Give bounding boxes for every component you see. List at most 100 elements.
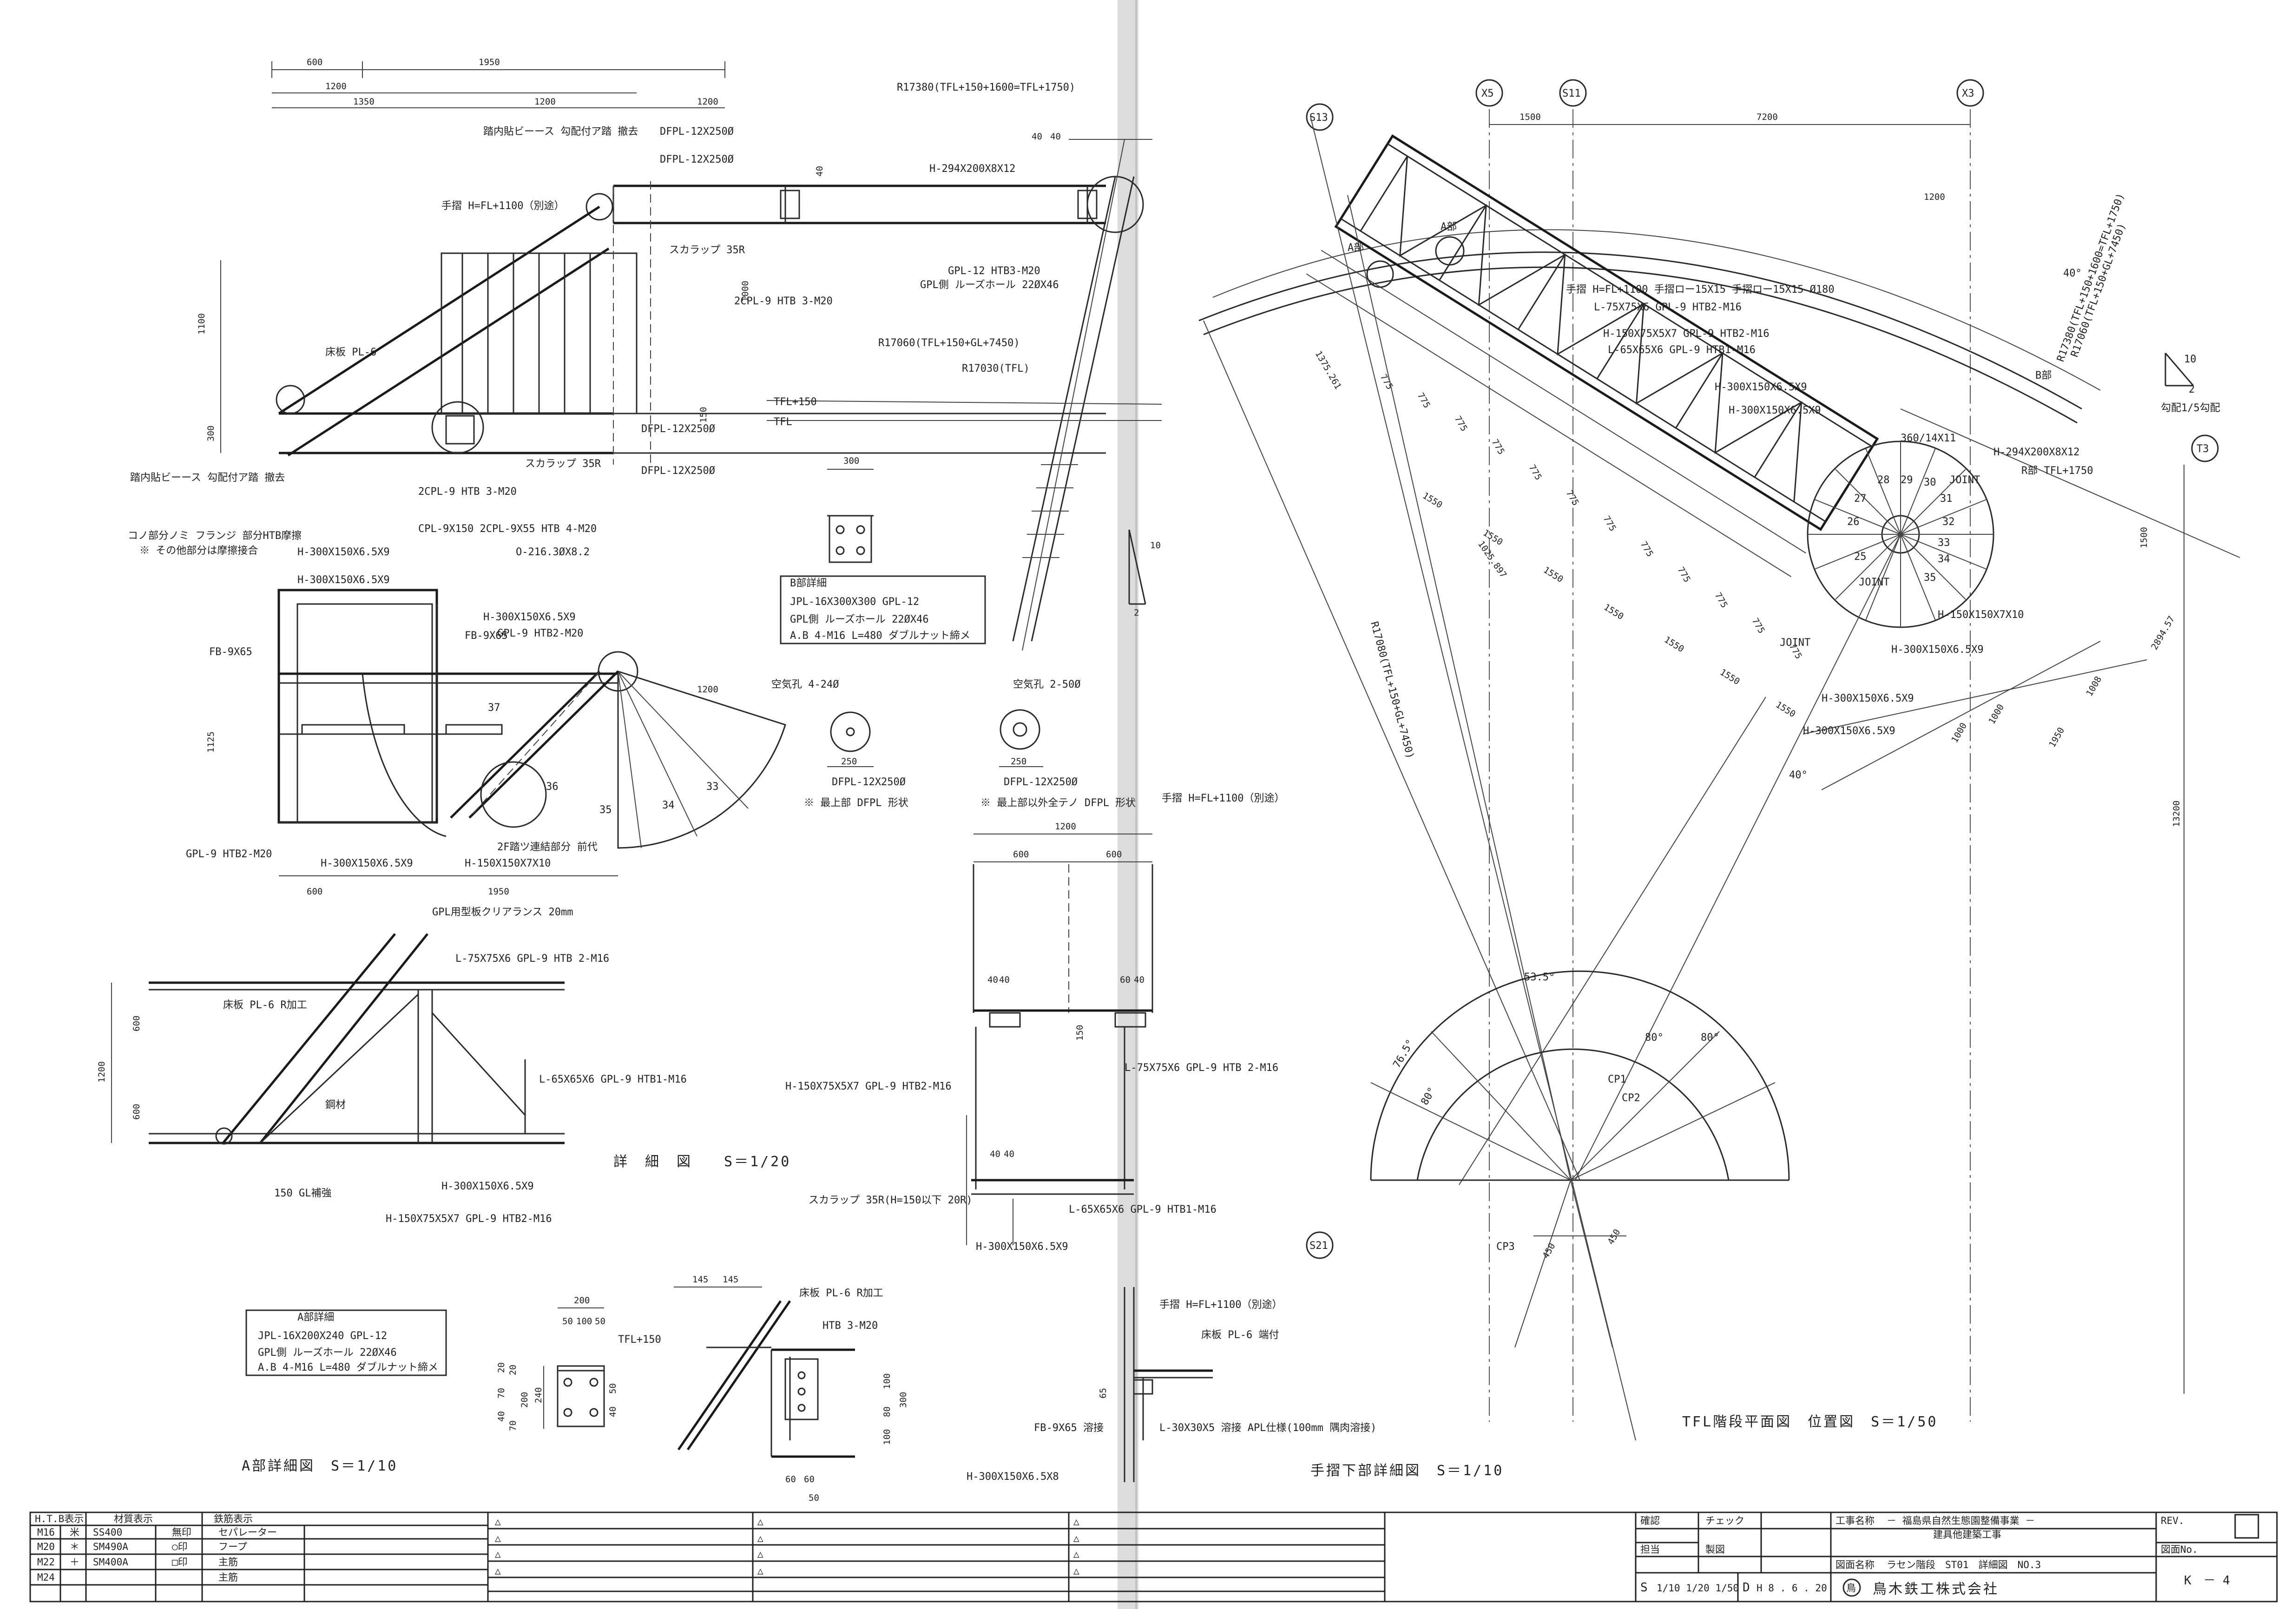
r-dim-7200: 7200 — [1757, 112, 1778, 122]
rt-35: 35 — [1924, 572, 1936, 584]
label-dfpl-c: DFPL-12X250Ø — [641, 423, 715, 435]
rev-mark-5: △ — [757, 1533, 763, 1544]
s-label-hand: 手摺 H=FL+1100（別途） — [1162, 793, 1284, 804]
s-dim-40a: 40 — [987, 975, 998, 985]
a-dim-200: 200 — [574, 1295, 590, 1306]
grid-x5: X5 — [1481, 88, 1494, 99]
label-scallop-2: スカラップ 35R — [525, 458, 601, 470]
step-dim-60a: 60 — [785, 1474, 796, 1484]
r-label-h300e: H-300X150X6.5X9 — [1803, 725, 1895, 737]
legend-h-material: 材質表示 — [114, 1513, 153, 1524]
label-gpl12: GPL-12 HTB3-M20 — [948, 265, 1040, 277]
drawing-label: 図面名称 — [1835, 1559, 1875, 1570]
a-detail-title: A部詳細図 S＝1/10 — [242, 1458, 398, 1474]
rt-25: 25 — [1854, 551, 1867, 563]
a-box-line-3: A.B 4-M16 L=480 ダブルナット締メ — [258, 1362, 438, 1373]
rev-mark-10: △ — [1073, 1549, 1079, 1560]
pipe2-plate: DFPL-12X250Ø — [1004, 776, 1078, 788]
s-dim-600b: 600 — [1106, 849, 1122, 860]
dim-side-40a: 40 — [815, 166, 825, 177]
r-label-slope3: 勾配1/5勾配 — [2161, 402, 2220, 414]
a-dim-40: 40 — [496, 1411, 507, 1422]
rev-mark-9: △ — [1073, 1533, 1079, 1544]
pipe2-note: ※ 最上部以外全テノ DFPL 形状 — [980, 797, 1136, 809]
dim-plan-600: 600 — [307, 887, 322, 897]
s-dim-1200: 1200 — [1055, 821, 1076, 832]
dim-side-40c: 40 — [1050, 131, 1061, 142]
label-pipe: O-216.3ØX8.2 — [516, 546, 590, 558]
dim-side-300: 300 — [206, 426, 216, 441]
pipe1-note: ※ 最上部 DFPL 形状 — [804, 797, 908, 809]
s-label-l65: L-65X65X6 GPL-9 HTB1-M16 — [1069, 1204, 1217, 1215]
approval-check2: チェック — [1705, 1515, 1744, 1526]
b-detail-title: B部詳細 — [790, 578, 827, 589]
r-ang-2: 53.5° — [1524, 972, 1555, 983]
label-dfpl-a: DFPL-12X250Ø — [660, 126, 734, 138]
label-h300-elev: H-300X150X6.5X9 — [297, 546, 390, 558]
rt-30: 30 — [1924, 477, 1936, 488]
label-2cpl-b: 2CPL-9 HTB 3-M20 — [418, 486, 517, 498]
grid-s11: S11 — [1562, 88, 1581, 99]
grid-s21: S21 — [1309, 1240, 1328, 1252]
r-label-h300a: H-300X150X6.5X9 — [1715, 381, 1807, 393]
tread-35: 35 — [599, 804, 612, 816]
company-name: 鳥木鉄工株式会社 — [1873, 1581, 1999, 1597]
step-label-pl6: 床板 PL-6 R加工 — [799, 1287, 883, 1299]
r-label-h300c: H-300X150X6.5X9 — [1891, 644, 1984, 656]
b-dim-300: 300 — [843, 456, 859, 466]
label-dfpl-b: DFPL-12X250Ø — [660, 154, 734, 165]
pipe1-plate: DFPL-12X250Ø — [832, 776, 906, 788]
title-block: H.T.B表示 材質表示 鉄筋表示 M16 米 SS400 無印 セパレーター … — [29, 1511, 2278, 1602]
step-dim-145a: 145 — [692, 1274, 708, 1285]
plan-label-h300a: H-300X150X6.5X9 — [297, 574, 390, 586]
b-detail: 300 B部詳細 JPL-16X300X300 GPL-12 GPL側 ルーズホ… — [780, 456, 986, 644]
r-label-handrail: 手摺 H=FL+1100 手摺ロー15X15 手摺ロー15X15 Ø180 — [1566, 284, 1835, 296]
a-dim-70: 70 — [496, 1388, 507, 1399]
legend-r1-c0: M20 — [37, 1541, 55, 1552]
d-label-h300: H-300X150X6.5X9 — [441, 1181, 534, 1192]
spiral-stair-plan: X5 S11 X3 S13 S21 T3 1500 7200 1200 1320… — [1128, 79, 2240, 1441]
pipe2-top: 空気孔 2-50Ø — [1013, 679, 1080, 690]
a-dim-50c: 50 — [608, 1383, 618, 1394]
a-dim-240: 240 — [533, 1387, 544, 1403]
plan-label-gpl: GPL-9 HTB2-M20 — [497, 628, 583, 639]
dim-side-40b: 40 — [1032, 131, 1042, 142]
a-dim-50b: 50 — [595, 1316, 605, 1327]
company-mark — [1842, 1578, 1861, 1597]
dim-top-600: 600 — [307, 57, 322, 67]
d-label-pl6: 床板 PL-6 R加工 — [223, 999, 307, 1011]
label-base-bottom: 踏内貼ビーース 勾配付ア踏 撤去 — [130, 472, 285, 484]
pipe1-top: 空気孔 4-24Ø — [771, 679, 839, 690]
step-dim-100a: 100 — [882, 1373, 892, 1389]
d-label-l75: L-75X75X6 GPL-9 HTB 2-M16 — [455, 953, 609, 965]
date: H 8 . 6 . 20 — [1757, 1583, 1827, 1594]
label-2cpl: 2CPL-9 HTB 3-M20 — [734, 296, 833, 307]
r-label-cp2: CP2 — [1622, 1092, 1640, 1104]
label-base-top: 踏内貼ビーース 勾配付ア踏 撤去 — [483, 126, 638, 138]
r-label-rp: R部 TFL+1750 — [2021, 465, 2093, 477]
tread-34: 34 — [662, 800, 675, 811]
scale-label: S — [1640, 1581, 1648, 1595]
stair-plan-view: 37 36 35 34 33 600 1950 1125 1200 H-300X… — [186, 574, 786, 897]
approval-person: 担当 — [1640, 1544, 1660, 1555]
slope-small-b: 2 — [1134, 608, 1139, 618]
label-r17060: R17060(TFL+150+GL+7450) — [878, 337, 1020, 349]
legend-r0-c2: SS400 — [93, 1527, 122, 1538]
a-dim-50: 50 — [562, 1316, 573, 1327]
grid-x3: X3 — [1962, 88, 1974, 99]
s-dim-40c: 40 — [1134, 975, 1145, 985]
rt-31: 31 — [1940, 493, 1953, 505]
s-label-h300: H-300X150X6.5X9 — [976, 1241, 1068, 1253]
legend-r2-c3: □印 — [172, 1556, 188, 1568]
rt-27: 27 — [1854, 493, 1867, 505]
r-ang-0: 40° — [2063, 268, 2082, 279]
rt-32: 32 — [1942, 516, 1955, 528]
dim-top-1350: 1350 — [353, 97, 375, 107]
rev-mark-7: △ — [757, 1565, 763, 1576]
legend-r1-c1: ＊ — [70, 1541, 79, 1552]
detail-view-1-20: 1200 600 600 GPL用型板クリアランス 20mm L-75X75X6… — [97, 906, 789, 1225]
company-mark-text: 鳥 — [1846, 1583, 1856, 1594]
project-name: － 福島県自然生態園整備事業 － — [1887, 1515, 2035, 1526]
pipe1-dim: 250 — [841, 756, 857, 767]
plan-label-fb1: FB-9X65 — [209, 646, 252, 658]
